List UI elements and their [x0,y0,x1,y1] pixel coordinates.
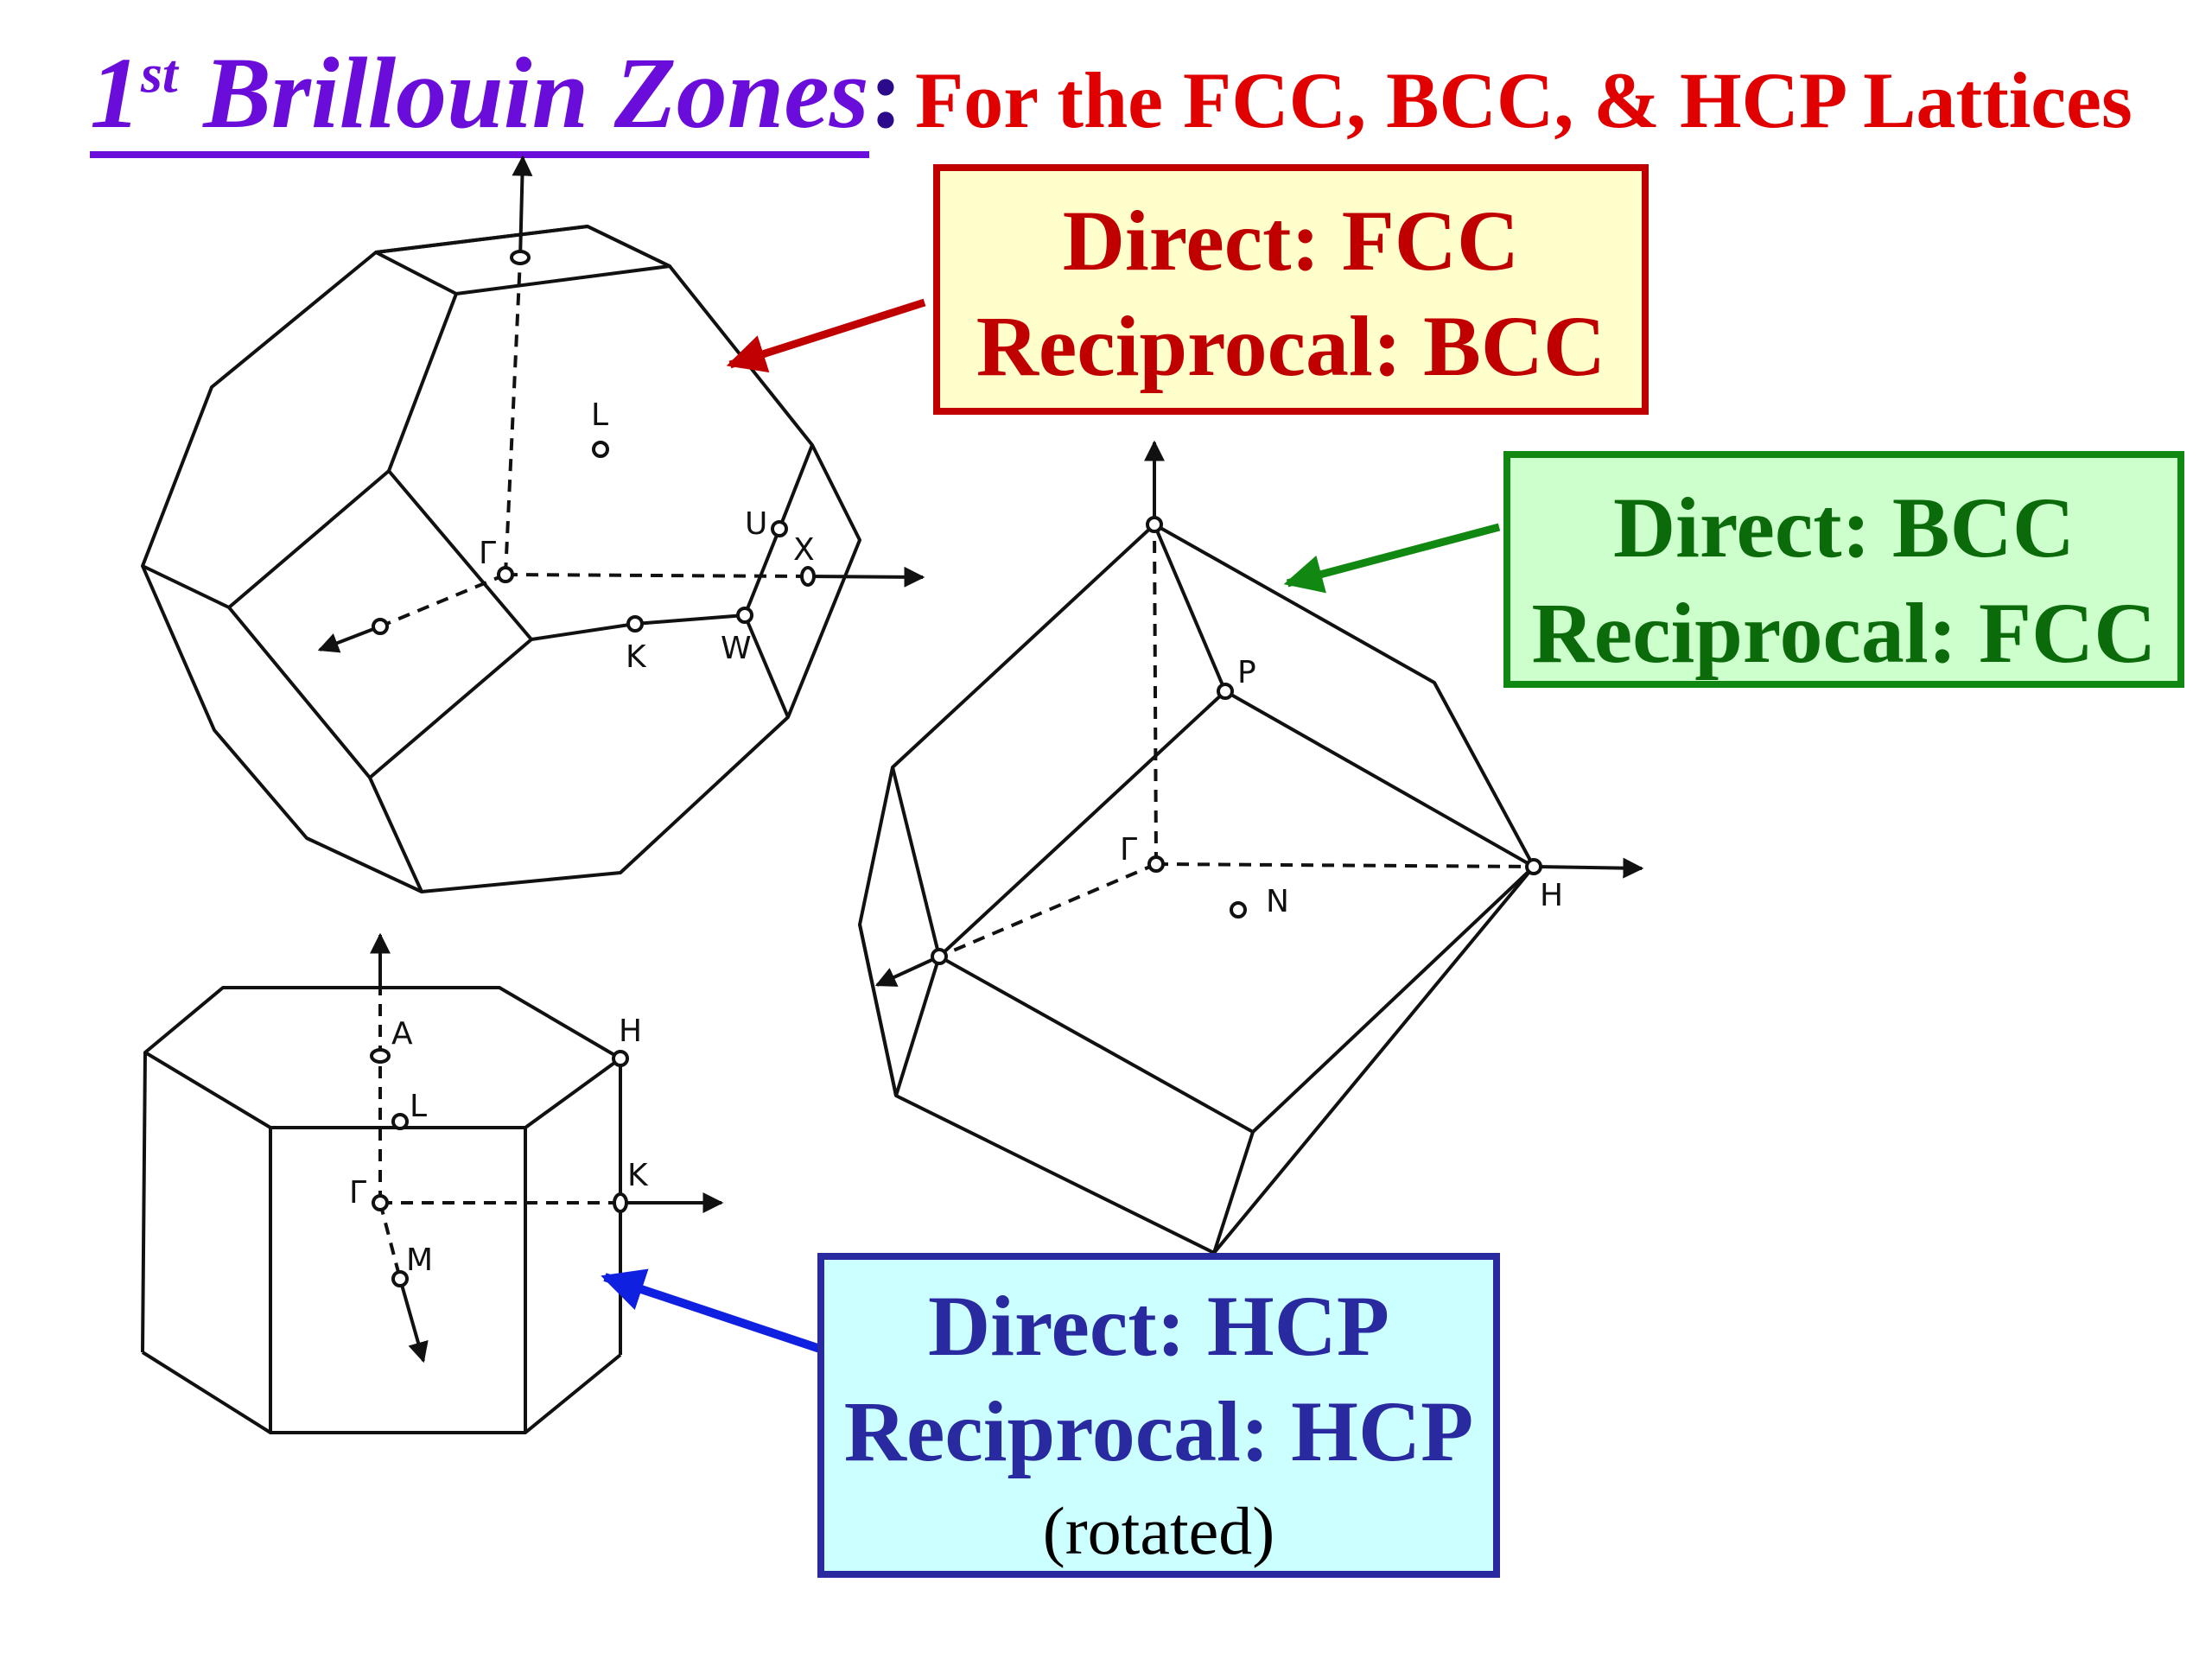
bcc-edge-2 [891,766,941,957]
fcc-point-U [771,520,788,537]
bcc-edge-4 [894,956,941,1096]
hcp-point-H [612,1050,629,1067]
hcp-point-L [391,1113,409,1130]
bcc-kx-axis [1533,857,1644,879]
title-main: 1st Brillouin Zones [90,36,869,158]
fcc-label-K: K [626,639,647,675]
title-superscript: st [141,42,178,105]
fcc-kx-dashed [505,573,809,578]
hcp-brillouin-zone: A L H K Γ M [141,932,724,1434]
bcc-kx-dashed [1155,862,1535,868]
hcp-label-L: L [410,1089,427,1124]
bcc-kz-dashed [1153,524,1158,865]
bcc-label-P: P [1237,655,1256,690]
fcc-outline [141,225,861,893]
fcc-point-K [626,615,644,632]
fcc-label-box: Direct: FCC Reciprocal: BCC [933,164,1649,415]
fcc-ky-dashed [379,573,506,628]
fcc-point-L [592,441,609,458]
fcc-label-gamma: Γ [479,536,496,571]
hcp-box-reciprocal: Reciprocal: HCP [843,1383,1474,1479]
bcc-edge-5 [1212,1131,1255,1254]
fcc-label-L: L [591,397,608,433]
fcc-brillouin-zone: L Γ U X K W [141,155,925,893]
fcc-label-U: U [745,506,767,542]
slide-title: 1st Brillouin Zones:For the FCC, BCC, & … [90,35,2133,158]
bcc-callout-arrow [1283,523,1501,594]
fcc-point-gamma [497,566,514,583]
bcc-label-gamma: Γ [1120,832,1137,868]
bcc-edge-1 [1153,524,1227,692]
fcc-callout-arrow [726,298,926,373]
bcc-point-gamma [1147,855,1165,873]
hcp-label-A: A [391,1016,413,1052]
bcc-point-H [1525,858,1542,875]
fcc-point-W [736,607,753,624]
hcp-point-K [613,1192,628,1213]
fcc-label-X: X [793,532,815,568]
bcc-point-top [1146,516,1163,533]
hcp-point-gamma [372,1194,389,1211]
fcc-edge-2 [142,564,230,609]
hcp-point-M [391,1270,409,1287]
bcc-point-N [1230,901,1247,918]
bcc-label-box: Direct: BCC Reciprocal: FCC [1503,451,2184,688]
hcp-M-axis [398,1278,429,1363]
fcc-box-direct: Direct: FCC [1062,193,1520,289]
hcp-label-gamma: Γ [349,1175,366,1211]
fcc-edge-1 [387,293,458,472]
bcc-box-direct: Direct: BCC [1612,480,2075,575]
hcp-label-H: H [619,1014,642,1049]
fcc-top-square-face [374,225,671,296]
hcp-box-rotated-note: (rotated) [1042,1493,1275,1568]
title-main-text: Brillouin Zones [177,36,869,149]
bcc-outline [858,523,1535,1255]
fcc-kx-axis [807,566,925,588]
bcc-label-H: H [1540,878,1563,913]
hcp-label-K: K [627,1158,649,1193]
fcc-point-front [372,618,389,635]
bcc-point-P [1217,683,1234,700]
hcp-callout-arrow [601,1268,827,1355]
hcp-label-box: Direct: HCP Reciprocal: HCP (rotated) [817,1253,1500,1578]
title-subtitle: For the FCC, BCC, & HCP Lattices [915,56,2133,144]
bcc-ky-dashed [938,862,1157,958]
hcp-label-M: M [406,1243,433,1278]
hcp-M-dashed [378,1202,402,1280]
bcc-label-N: N [1266,884,1289,919]
fcc-kz-axis [512,155,533,260]
fcc-top-point [510,250,531,265]
bcc-point-front [931,948,948,965]
bcc-box-reciprocal: Reciprocal: FCC [1531,585,2157,681]
fcc-kz-dashed [504,258,522,575]
hcp-box-direct: Direct: HCP [927,1278,1390,1374]
bcc-ky-axis [874,955,940,987]
fcc-edge-6 [743,614,790,718]
hcp-bottom-edges [141,1351,622,1434]
title-colon: : [868,36,903,149]
fcc-point-X [800,566,816,587]
hcp-point-A [370,1048,391,1064]
bcc-edge-3 [858,924,898,1096]
fcc-label-W: W [721,631,752,666]
fcc-ky-axis [317,625,381,653]
title-ordinal: 1 [90,36,141,149]
fcc-box-reciprocal: Reciprocal: BCC [976,298,1606,394]
fcc-edge-3 [368,777,423,893]
hcp-side-1 [141,1052,147,1353]
bcc-brillouin-zone: P Γ N H [858,440,1644,1255]
